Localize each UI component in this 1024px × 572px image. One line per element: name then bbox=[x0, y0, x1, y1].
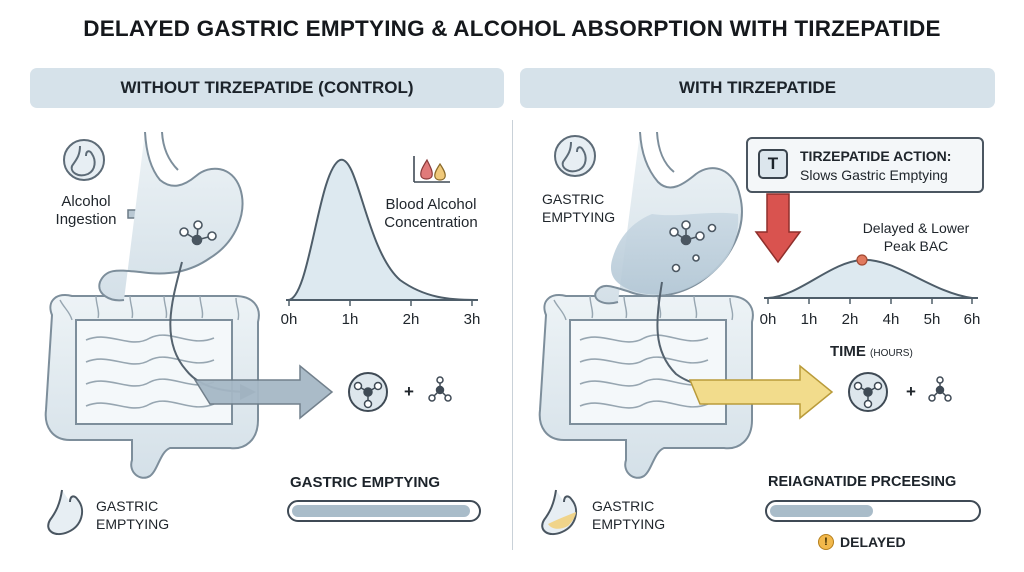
right-panel-header: WITH TIRZEPATIDE bbox=[520, 68, 995, 108]
stomach-icon-bottom-right bbox=[541, 489, 578, 536]
processing-bar-fill bbox=[770, 505, 873, 517]
alcohol-ingestion-label: Alcohol Ingestion bbox=[55, 193, 117, 228]
stomach-icon-bottom-left bbox=[47, 489, 84, 536]
absorption-arrow-right bbox=[688, 364, 834, 420]
x-tick-left-0: 0h bbox=[280, 311, 298, 328]
action-subtitle: Slows Gastric Emptying bbox=[800, 167, 948, 183]
molecule-result-left bbox=[348, 372, 452, 412]
bac-label: Blood Alcohol Concentration bbox=[384, 196, 478, 231]
plus-sign-left: + bbox=[404, 382, 414, 401]
intestines-right bbox=[538, 294, 754, 479]
gastric-emptying-bar bbox=[287, 500, 481, 522]
stomach-icon bbox=[63, 139, 105, 181]
x-tick-right-5: 6h bbox=[963, 311, 981, 328]
slowing-arrow bbox=[754, 193, 802, 264]
x-tick-left-1: 1h bbox=[341, 311, 359, 328]
x-tick-right-3: 4h bbox=[882, 311, 900, 328]
peak-label: Delayed & Lower Peak BAC bbox=[862, 220, 970, 254]
gastric-emptying-label-left: GASTRIC EMPTYING bbox=[96, 498, 170, 532]
intestines-left bbox=[44, 294, 260, 479]
processing-bar bbox=[765, 500, 981, 522]
time-axis-title-main: TIME bbox=[830, 343, 866, 360]
time-axis-title-units: (HOURS) bbox=[870, 348, 913, 359]
warning-icon: ! bbox=[818, 534, 834, 550]
stomach-right bbox=[594, 131, 743, 305]
time-axis-title: TIME (HOURS) bbox=[830, 343, 913, 363]
x-tick-right-2: 2h bbox=[841, 311, 859, 328]
bac-curve-right bbox=[764, 254, 978, 304]
bac-curve-left bbox=[286, 158, 478, 306]
tirzepatide-action-box: T TIRZEPATIDE ACTION: Slows Gastric Empt… bbox=[746, 137, 984, 193]
plus-sign-right: + bbox=[906, 382, 916, 401]
absorption-arrow-left bbox=[193, 364, 334, 420]
panel-divider bbox=[512, 120, 513, 550]
processing-bar-label: REIAGNATIDE PRCEESING bbox=[768, 474, 957, 490]
molecule-result-right bbox=[848, 372, 952, 412]
tirzepatide-t-icon: T bbox=[758, 149, 788, 179]
x-tick-right-0: 0h bbox=[759, 311, 777, 328]
x-tick-right-4: 5h bbox=[923, 311, 941, 328]
gastric-emptying-bar-fill bbox=[292, 505, 470, 517]
molecule-icon-right bbox=[669, 220, 717, 273]
stomach-left bbox=[98, 131, 244, 302]
page-title: DELAYED GASTRIC EMPTYING & ALCOHOL ABSOR… bbox=[83, 16, 941, 41]
gastric-emptying-label-right: GASTRIC EMPTYING bbox=[592, 498, 666, 532]
left-panel-header: WITHOUT TIRZEPATIDE (CONTROL) bbox=[30, 68, 504, 108]
gastric-emptying-label-right-top: GASTRIC EMPTYING bbox=[542, 191, 616, 225]
gastric-emptying-bar-label: GASTRIC EMPTYING bbox=[290, 474, 441, 491]
peak-marker bbox=[856, 254, 868, 266]
droplets-icon bbox=[413, 156, 450, 183]
x-tick-left-3: 3h bbox=[463, 311, 481, 328]
molecule-icon bbox=[179, 220, 217, 246]
x-tick-left-2: 2h bbox=[402, 311, 420, 328]
action-title: TIRZEPATIDE ACTION: bbox=[800, 148, 952, 164]
stomach-icon-right bbox=[554, 135, 596, 177]
x-tick-right-1: 1h bbox=[800, 311, 818, 328]
delayed-label: DELAYED bbox=[840, 534, 906, 550]
